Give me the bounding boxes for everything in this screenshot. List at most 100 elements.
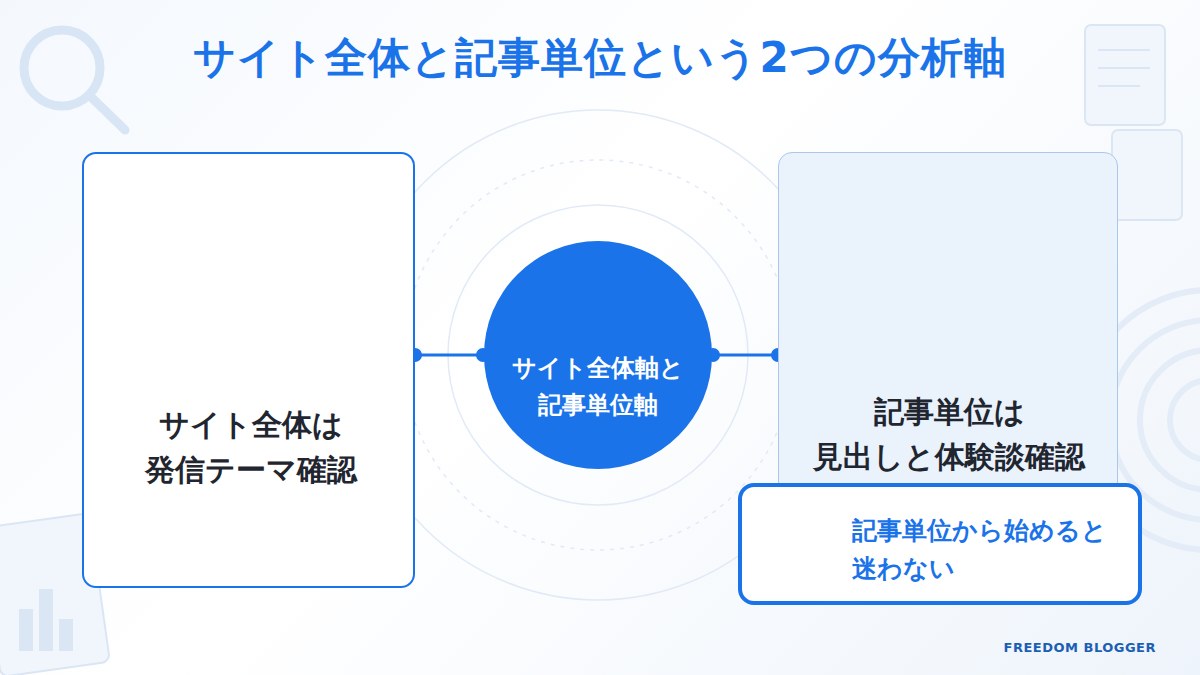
- sitemap-illustration: [141, 346, 184, 349]
- callout-dashed-frame: [752, 497, 1128, 591]
- sitemap-illustration: [134, 315, 363, 372]
- star-badge: [775, 524, 829, 578]
- sitemap-illustration: [188, 212, 230, 238]
- sitemap-illustration: [141, 323, 355, 363]
- document-magnifier-illustration: [975, 182, 1000, 207]
- globe-hierarchy-icon: [582, 262, 614, 294]
- star-badge: [810, 530, 812, 533]
- connector-group: [706, 348, 785, 362]
- callout-dashed-frame: [752, 497, 1128, 591]
- sitemap-illustration: [134, 315, 191, 372]
- chart-watermark: [20, 610, 32, 650]
- concentric-rings: [403, 160, 793, 550]
- sitemap-illustration: [240, 225, 290, 228]
- sitemap-illustration: [226, 323, 242, 339]
- diagram-title: サイト全体と記事単位という2つの分析軸: [0, 30, 1200, 86]
- text-wrap: サイト全体は 発信テーマ確認: [94, 402, 407, 492]
- axis-circle: サイト全体軸と 記事単位軸: [483, 240, 713, 470]
- sitemap-illustration: [313, 358, 355, 363]
- star-badge: [792, 527, 812, 533]
- star-badge: [788, 536, 816, 563]
- corner-rings: [1140, 350, 1200, 490]
- sitemap-illustration: [141, 358, 183, 363]
- sitemap-illustration: [270, 248, 294, 255]
- sitemap-illustration: [334, 334, 356, 337]
- connector-dot: [408, 348, 422, 362]
- document-magnifier-illustration: [892, 306, 944, 326]
- text-wrap: 記事単位から始めると 迷わない: [852, 512, 1137, 587]
- globe-hierarchy-icon: [582, 277, 614, 279]
- sitemap-illustration: [141, 326, 356, 347]
- star-badge: [801, 527, 803, 531]
- document-watermark: [1112, 130, 1182, 220]
- concentric-rings: [448, 205, 748, 505]
- sitemap-illustration: [219, 315, 276, 372]
- document-magnifier-illustration: [898, 292, 906, 300]
- connector-line: [713, 354, 778, 357]
- document-magnifier-illustration: [872, 182, 1052, 366]
- sitemap-illustration: [162, 325, 184, 328]
- document-magnifier-illustration: [888, 234, 984, 239]
- globe-hierarchy-icon: [616, 314, 628, 324]
- overview-box: サイト全体は 発信テーマ確認: [82, 152, 415, 588]
- document-watermark: [1085, 25, 1165, 125]
- connector-group: [408, 348, 490, 362]
- sitemap-illustration: [141, 323, 157, 339]
- node-text: サイト全体は 発信テーマ確認: [94, 402, 407, 492]
- document-magnifier-illustration: [982, 278, 996, 290]
- sitemap-illustration: [134, 190, 363, 372]
- sitemap-illustration: [226, 346, 269, 349]
- globe-hierarchy-icon: [591, 262, 605, 294]
- sitemap-illustration: [306, 315, 363, 372]
- corner-rings: [1170, 380, 1200, 460]
- connector-line: [415, 354, 483, 357]
- star-badge: [792, 530, 794, 533]
- document-magnifier-illustration: [888, 260, 968, 265]
- document-watermark: [1098, 85, 1140, 87]
- document-watermark: [1098, 49, 1150, 51]
- sitemap-illustration: [240, 215, 290, 218]
- sitemap-illustration: [240, 235, 280, 238]
- node-text: 記事単位から始めると 迷わない: [852, 512, 1137, 587]
- magnifier-watermark: [24, 30, 100, 106]
- sitemap-illustration: [162, 264, 335, 314]
- connector-dot: [476, 348, 490, 362]
- circle-fill: [484, 241, 712, 469]
- node-text: サイト全体軸と 記事単位軸: [493, 350, 703, 424]
- sitemap-illustration: [178, 203, 302, 205]
- document-magnifier-illustration: [888, 200, 962, 216]
- globe-hierarchy-icon: [568, 262, 628, 324]
- globe-hierarchy-icon: [592, 314, 604, 324]
- sitemap-illustration: [191, 195, 195, 199]
- chart-watermark: [40, 590, 52, 650]
- text-wrap: 記事単位は 見出しと体験談確認: [789, 389, 1109, 479]
- watermark-label: FREEDOM BLOGGER: [1000, 640, 1156, 655]
- sitemap-illustration: [226, 358, 268, 363]
- sitemap-illustration: [313, 346, 356, 349]
- document-watermark: [1098, 67, 1150, 69]
- text-wrap: サイト全体軸と 記事単位軸: [493, 350, 703, 424]
- sitemap-illustration: [162, 334, 184, 337]
- magnifier-watermark: [24, 30, 125, 130]
- node-text: 記事単位は 見出しと体験談確認: [789, 389, 1109, 479]
- document-magnifier-illustration: [872, 182, 1000, 366]
- document-magnifier-illustration: [888, 342, 948, 346]
- connector-dot: [706, 348, 720, 362]
- magnifier-watermark: [90, 96, 125, 130]
- document-magnifier-illustration: [968, 268, 1028, 328]
- sitemap-illustration: [198, 195, 202, 199]
- sitemap-illustration: [184, 195, 188, 199]
- chart-watermark: [60, 620, 72, 650]
- sitemap-illustration: [313, 323, 329, 339]
- document-magnifier-illustration: [888, 284, 948, 330]
- sitemap-illustration: [247, 325, 269, 328]
- document-magnifier-illustration: [888, 248, 984, 252]
- document-magnifier-illustration: [1020, 322, 1052, 356]
- globe-hierarchy-icon: [568, 314, 580, 324]
- tip-callout: 記事単位から始めると 迷わない: [738, 483, 1142, 605]
- sitemap-illustration: [334, 325, 356, 328]
- globe-hierarchy-icon: [584, 269, 612, 271]
- sitemap-illustration: [178, 190, 302, 264]
- connector-dot: [771, 348, 785, 362]
